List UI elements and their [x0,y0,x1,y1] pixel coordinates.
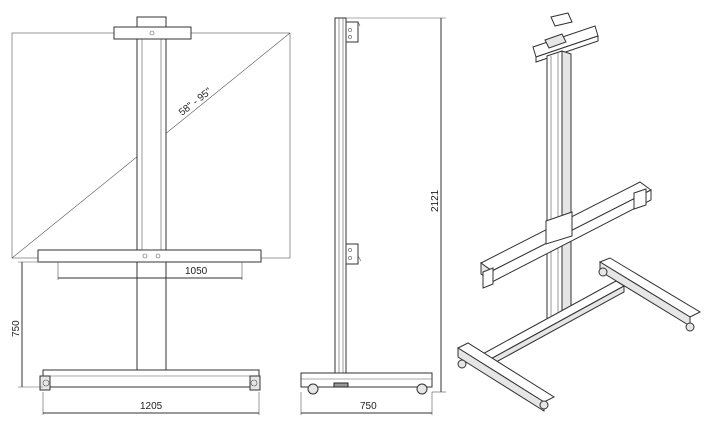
front-base [42,369,260,388]
base-width-label: 1205 [140,401,163,412]
side-caster-right [416,383,428,395]
side-column [334,17,347,374]
iso-caster [685,322,695,332]
side-view: 750 2121 [300,17,446,415]
bracket-hook [357,255,362,262]
screen-diagonal-label: 58" - 95" [177,86,214,118]
side-mid-bracket [345,243,359,265]
front-caster-right [249,375,261,391]
iso-crossbar-end [482,267,494,289]
front-crossbar [37,249,262,263]
iso-base-foot-left-face [457,347,545,412]
isometric-view [456,12,702,412]
side-caster-left [307,383,319,395]
crossbar-bolt [155,253,161,259]
top-cap [136,16,167,28]
side-base-foot [333,382,349,388]
front-caster-left [39,375,51,391]
iso-crossbar-mount [545,211,573,245]
iso-caster [457,359,467,369]
base-depth-label: 750 [360,401,377,412]
top-mount-bracket [113,26,192,40]
crossbar-bolt [142,253,148,259]
side-base [300,372,433,388]
bracket-bolt [348,28,352,32]
total-height-label: 2121 [430,189,441,212]
caster-wheel [250,379,258,387]
bracket-bolt [348,256,352,260]
iso-column-side [561,50,572,323]
crossbar-width-label: 1050 [185,266,208,277]
base-height-label: 750 [11,320,22,337]
iso-crossbar-end [633,188,647,210]
bracket-bolt [348,35,352,39]
iso-top-cap-side [544,33,567,49]
bracket-bolt [348,248,352,252]
front-column [136,38,167,251]
caster-wheel [42,379,50,387]
iso-caster [539,400,549,410]
side-top-bracket [345,21,359,43]
iso-column-front [546,50,563,328]
iso-top-cap [550,12,573,27]
top-mount-bolt [149,30,155,36]
front-view: 58" - 95" 1050 1205 75 [11,16,291,415]
bracket-hook [357,21,361,27]
iso-caster [598,267,608,277]
